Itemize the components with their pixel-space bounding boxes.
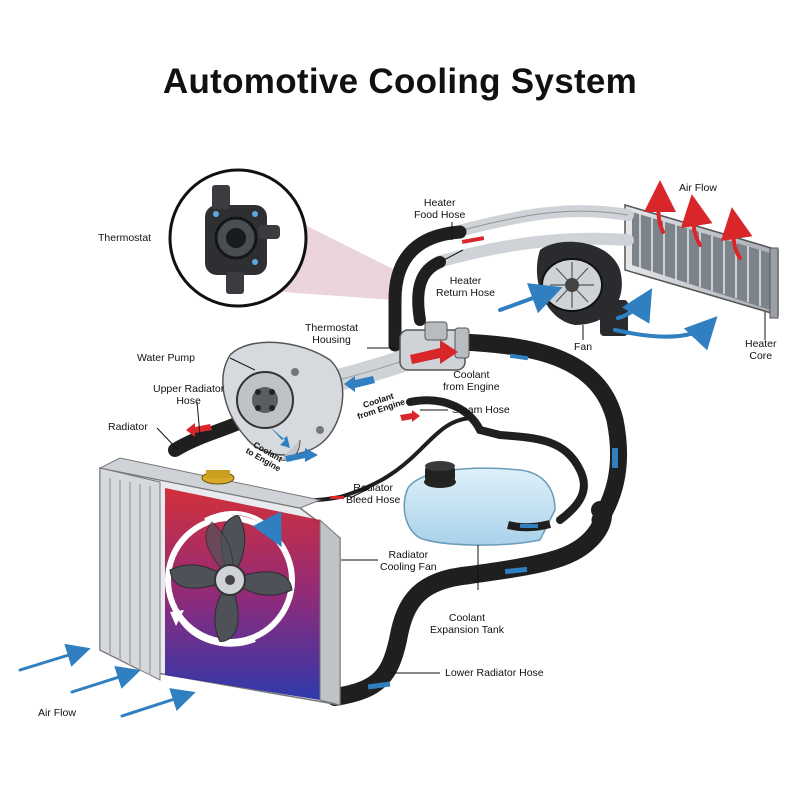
label-air-flow-bottom: Air Flow [38,707,76,719]
label-coolant-expansion-tank: Coolant Expansion Tank [430,612,504,636]
heater-return-hose [412,256,446,326]
label-fan: Fan [574,341,593,353]
label-heater-food-hose: Heater Food Hose [414,197,466,221]
label-radiator-cooling-fan: Radiator Cooling Fan [380,549,437,573]
label-radiator-bleed-hose: Radiator Bleed Hose [346,482,401,506]
lower-radiator-hose [326,501,612,706]
heater-food-hose [388,225,467,352]
page-title: Automotive Cooling System [162,62,638,101]
thermostat-housing-part [399,321,470,371]
label-steam-hose: Steam Hose [452,404,510,416]
label-thermostat-housing: Thermostat Housing [305,322,359,346]
blower-fan [536,241,628,336]
radiator-part [98,457,341,706]
heater-core [624,203,779,319]
label-air-flow-top: Air Flow [679,182,717,194]
label-heater-core: Heater Core [745,338,777,362]
label-lower-radiator-hose: Lower Radiator Hose [445,667,544,679]
label-water-pump: Water Pump [137,352,195,364]
coolant-expansion-tank [403,461,556,546]
coolant-arrows [186,236,618,690]
label-thermostat: Thermostat [98,232,152,244]
thermostat-inset [168,168,308,308]
label-heater-return-hose: Heater Return Hose [436,275,495,299]
leader-lines [156,222,766,674]
label-coolant-from-engine: Coolant from Engine [443,369,500,393]
label-radiator: Radiator [108,421,148,433]
coolant-return-hose [451,333,628,529]
label-upper-radiator-hose: Upper Radiator Hose [153,383,225,407]
water-pump-part [222,341,344,461]
